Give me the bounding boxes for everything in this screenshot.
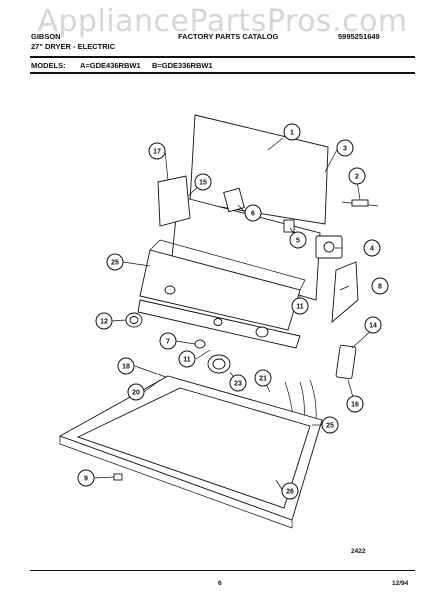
panel-knob [255,326,269,338]
end-bracket-part [157,175,191,227]
small-knob-part [194,339,206,349]
callout-23: 23 [229,374,247,392]
catalog-title: FACTORY PARTS CATALOG [178,32,279,41]
callout-7: 7 [159,332,177,350]
svg-text:12: 12 [100,319,108,326]
callout-17: 17 [148,142,166,160]
svg-text:18: 18 [122,364,130,371]
svg-text:2: 2 [355,174,359,181]
svg-text:3: 3 [343,146,347,153]
svg-text:21: 21 [259,376,267,383]
footer-rule [30,570,415,571]
top-panel-opening [76,387,311,509]
header-rule-top [30,56,415,58]
header-rule-bottom [30,72,415,74]
callout-11: 11 [178,350,196,368]
svg-text:1: 1 [290,130,294,137]
callout-4: 4 [363,239,381,257]
svg-text:4: 4 [370,246,374,253]
watermark: AppliancePartsPros.com [37,4,408,39]
callout-8: 8 [371,277,389,295]
callout-3: 3 [336,139,354,157]
callout-11: 11 [291,297,309,315]
svg-text:26: 26 [286,489,294,496]
control-panel-front [139,249,301,331]
callout-1: 1 [283,123,301,141]
callout-6: 6 [244,204,262,222]
catalog-number: 5995251649 [338,32,380,41]
screw-part [113,473,123,481]
push-switch-part [283,219,295,233]
callout-18: 18 [117,357,135,375]
svg-text:20: 20 [132,390,140,397]
callout-12: 12 [95,312,113,330]
callout-20: 20 [127,383,145,401]
timer-knob-center [212,358,226,370]
panel-knob [213,318,223,326]
page-number: 6 [218,580,222,587]
svg-text:9: 9 [84,476,88,483]
svg-text:14: 14 [369,323,377,330]
product-subtitle: 27" DRYER - ELECTRIC [31,42,116,51]
svg-text:11: 11 [183,357,191,364]
callout-25: 25 [321,416,339,434]
callout-14: 14 [364,316,382,334]
svg-text:7: 7 [166,339,170,346]
svg-text:15: 15 [199,180,207,187]
end-cap-part [331,261,359,324]
panel-edge [299,279,306,291]
timer-dial [323,241,335,253]
knob-center [129,316,139,324]
callout-26: 26 [281,482,299,500]
model-b: B=GDE336RBW1 [152,61,213,70]
callout-15: 15 [194,173,212,191]
door-switch-part [335,344,357,380]
top-panel-edge [59,443,293,529]
model-a: A=GDE436RBW1 [80,61,141,70]
panel-edge [159,239,306,281]
svg-text:23: 23 [234,381,242,388]
svg-text:25: 25 [326,423,334,430]
brand-label: GIBSON [31,32,61,41]
callout-16: 16 [346,395,364,413]
catalog-date: 12/94 [392,580,409,587]
models-label: MODELS: [31,61,66,70]
svg-text:6: 6 [251,211,255,218]
callout-9: 9 [77,469,95,487]
diagram-code: 2422 [351,548,366,555]
panel-knob [164,285,176,295]
svg-text:25: 25 [111,260,119,267]
svg-text:8: 8 [378,284,382,291]
svg-text:17: 17 [153,149,161,156]
callout-21: 21 [254,369,272,387]
callout-25: 25 [106,253,124,271]
callout-5: 5 [289,231,307,249]
fuse-part [351,199,369,207]
svg-text:5: 5 [296,238,300,245]
panel-edge [149,239,161,251]
callout-2: 2 [348,167,366,185]
svg-text:11: 11 [296,304,304,311]
svg-text:16: 16 [351,402,359,409]
